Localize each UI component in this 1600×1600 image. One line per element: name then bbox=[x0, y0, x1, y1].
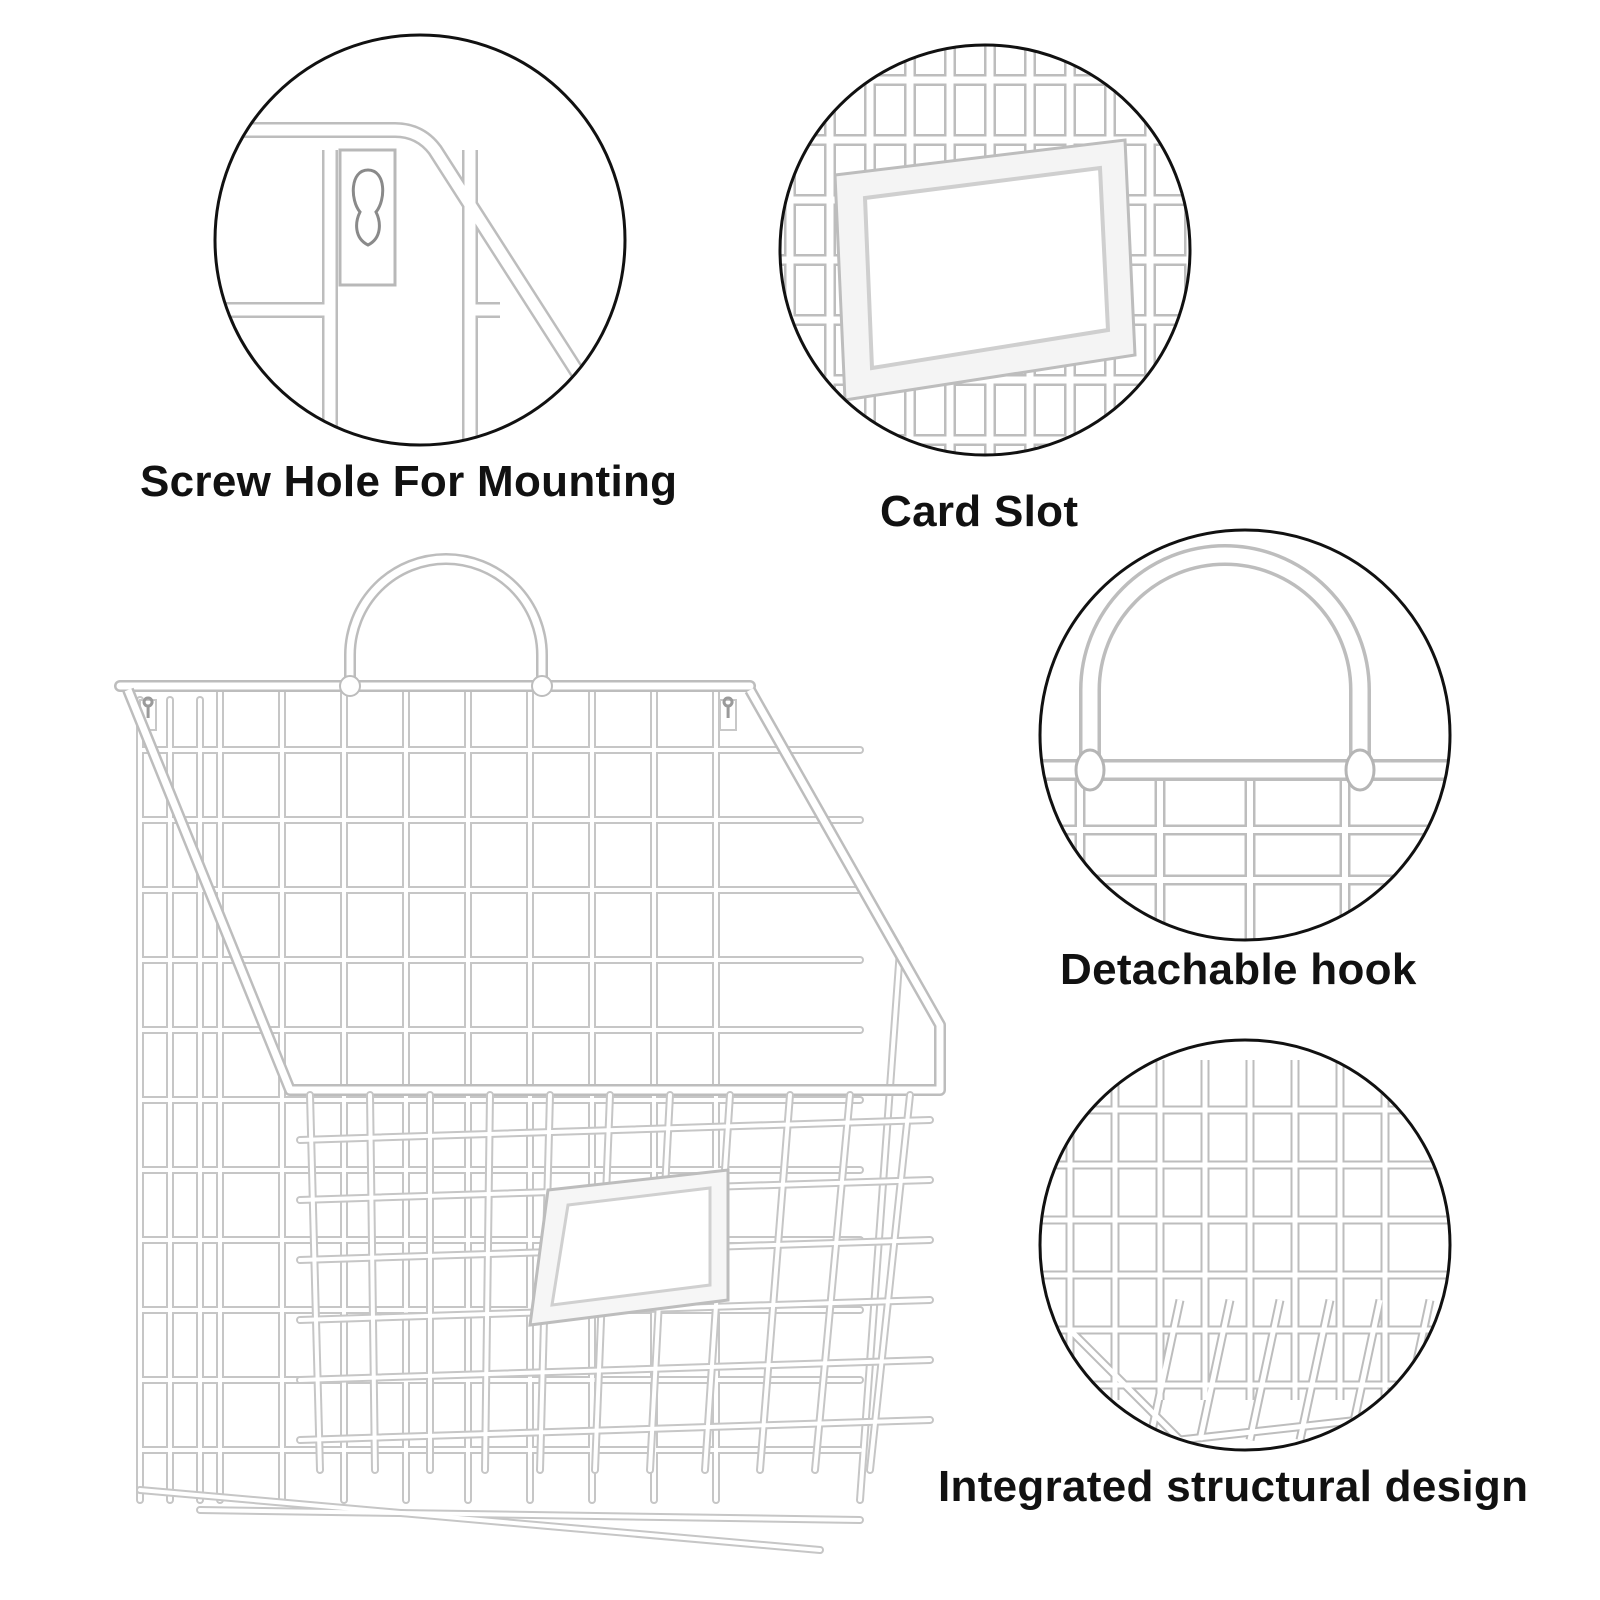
label-card-icon bbox=[833, 138, 1137, 402]
zoom-circle-structure bbox=[1038, 1038, 1452, 1452]
caption-integrated-structure: Integrated structural design bbox=[938, 1462, 1529, 1511]
zoom-circle-hook bbox=[1038, 528, 1452, 942]
zoom-circle-card-slot bbox=[778, 43, 1192, 457]
hook-icon bbox=[1040, 544, 1450, 792]
zoom-circle-screw-hole bbox=[213, 33, 627, 447]
keyhole-icon bbox=[139, 696, 737, 731]
caption-detachable-hook: Detachable hook bbox=[1060, 945, 1417, 994]
front-frame bbox=[122, 687, 946, 1096]
hook-icon bbox=[339, 553, 553, 697]
wire-basket-main bbox=[114, 553, 946, 1554]
caption-card-slot: Card Slot bbox=[880, 487, 1079, 536]
label-card-icon bbox=[528, 1168, 730, 1327]
keyhole-icon bbox=[338, 148, 397, 287]
caption-screw-hole: Screw Hole For Mounting bbox=[140, 457, 678, 506]
